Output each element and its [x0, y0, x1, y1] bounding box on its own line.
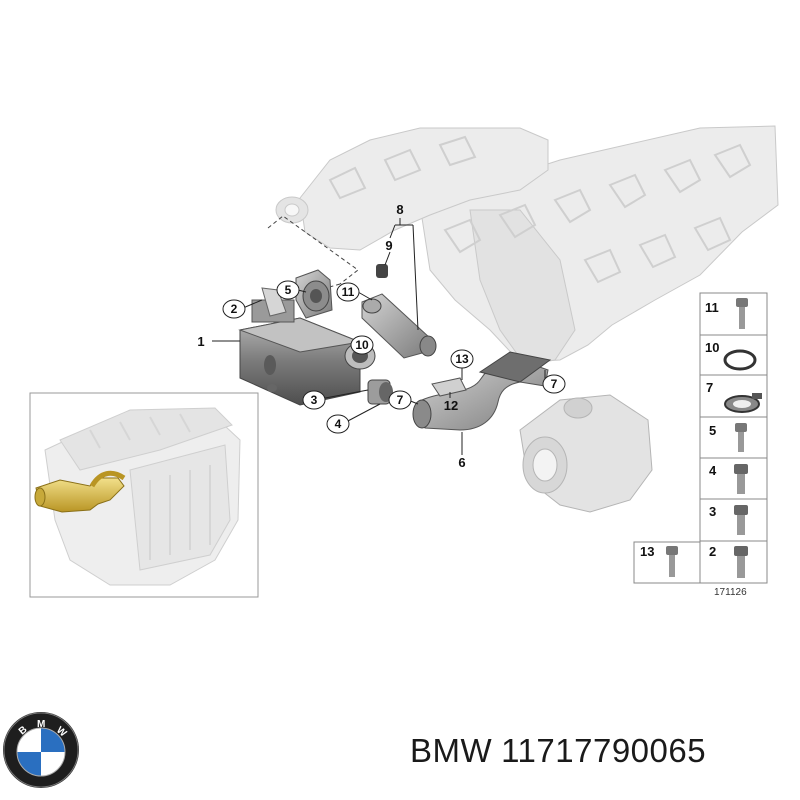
legend-item-10: 10	[705, 340, 757, 371]
legend-item-2: 2	[709, 544, 748, 578]
egr-valve	[295, 269, 333, 319]
callout-4: 4	[326, 414, 350, 434]
callout-2: 2	[222, 299, 246, 319]
callout-9: 9	[385, 238, 392, 253]
callout-13: 13	[450, 349, 474, 369]
svg-text:4: 4	[709, 463, 717, 478]
svg-text:5: 5	[285, 283, 292, 297]
egr-pipe	[361, 264, 437, 359]
callout-7-left: 7	[388, 390, 412, 410]
legend-item-13: 13	[640, 544, 678, 577]
svg-text:13: 13	[455, 352, 469, 366]
diagram-code: 171126	[714, 587, 747, 598]
callout-1: 1	[197, 334, 204, 349]
svg-text:7: 7	[551, 377, 558, 391]
svg-text:10: 10	[355, 338, 369, 352]
engine-overview-inset	[29, 392, 259, 598]
svg-text:11: 11	[342, 285, 355, 299]
brand-name: BMW	[410, 732, 493, 769]
legend-item-3: 3	[709, 504, 748, 535]
legend-item-4: 4	[709, 463, 748, 494]
throttle-housing	[519, 394, 653, 513]
svg-text:9: 9	[385, 238, 392, 253]
svg-text:7: 7	[706, 380, 713, 395]
callout-10: 10	[350, 335, 374, 355]
svg-text:3: 3	[709, 504, 716, 519]
callout-3: 3	[302, 390, 326, 410]
svg-text:13: 13	[640, 544, 654, 559]
callout-5: 5	[276, 280, 300, 300]
part-number: 11717790065	[501, 732, 707, 769]
legend-item-11: 11	[705, 298, 748, 329]
callout-11: 11	[336, 282, 360, 302]
legend-item-5: 5	[709, 423, 747, 452]
svg-text:7: 7	[397, 393, 404, 407]
svg-text:6: 6	[458, 455, 465, 470]
svg-text:2: 2	[231, 302, 238, 316]
svg-text:10: 10	[705, 340, 719, 355]
callout-12: 12	[444, 398, 458, 413]
callout-6: 6	[458, 455, 465, 470]
egr-cooler	[238, 299, 362, 406]
parts-legend: 11 10 7 5 4 3 2	[633, 292, 768, 598]
engine-cylinder-head	[275, 125, 779, 366]
egr-connecting-pipe	[412, 351, 552, 431]
legend-item-7: 7	[706, 380, 762, 413]
svg-text:5: 5	[709, 423, 716, 438]
highlighted-egr-assembly	[34, 470, 126, 513]
callout-7-right: 7	[542, 374, 566, 394]
svg-text:12: 12	[444, 398, 458, 413]
svg-text:3: 3	[311, 393, 318, 407]
callout-8: 8	[396, 202, 403, 217]
svg-text:11: 11	[705, 300, 719, 315]
pipe-bracket	[431, 377, 467, 397]
leader-lines	[212, 218, 546, 455]
mounting-bracket	[261, 287, 287, 317]
svg-text:8: 8	[396, 202, 403, 217]
svg-text:4: 4	[335, 417, 342, 431]
svg-text:2: 2	[709, 544, 716, 559]
bmw-roundel-logo: B M W	[3, 712, 79, 788]
svg-text:M: M	[37, 719, 45, 730]
svg-text:1: 1	[197, 334, 204, 349]
